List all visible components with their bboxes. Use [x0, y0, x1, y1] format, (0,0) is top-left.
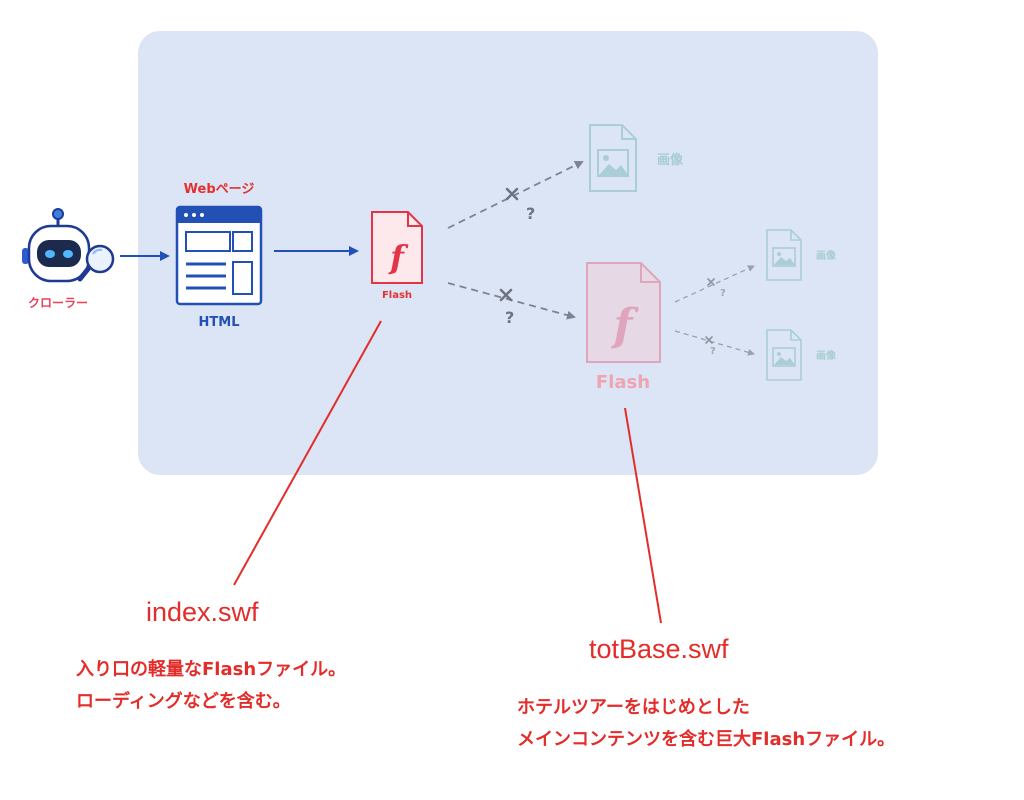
dashed-arrow-to-image: [447, 161, 584, 229]
webpage-label: Webページ: [183, 182, 255, 197]
pointer-line-totbase: [624, 407, 662, 624]
image-label: 画像: [657, 153, 684, 168]
index-swf-description: 入り口の軽量なFlashファイル。 ローディングなどを含む。: [76, 654, 346, 718]
flash-entry-label: Flash: [381, 290, 413, 301]
description-line: 入り口の軽量なFlashファイル。: [76, 659, 347, 680]
image-file-icon-small: [766, 329, 802, 381]
question-mark: ?: [505, 308, 515, 327]
webpage-icon: [175, 205, 263, 306]
description-line: メインコンテンツを含む巨大Flashファイル。: [517, 729, 896, 750]
flash-file-icon: f: [371, 211, 423, 284]
image-file-icon: [589, 124, 637, 192]
index-swf-filename: index.swf: [146, 597, 259, 627]
cross-mark-small: [705, 336, 713, 344]
svg-text:f: f: [388, 238, 409, 276]
large-flash-file-icon: f: [586, 262, 661, 363]
dashed-arrow-to-small-image-2: [674, 330, 755, 356]
cross-mark: [505, 187, 519, 201]
flash-big-label: Flash: [595, 372, 651, 393]
html-label: HTML: [198, 315, 240, 330]
pointer-line-index: [233, 320, 382, 586]
image-label-small: 画像: [816, 251, 836, 262]
description-line: ホテルツアーをはじめとした: [517, 697, 750, 718]
image-label-small: 画像: [816, 351, 836, 362]
cross-mark: [499, 288, 513, 302]
question-mark-small: ?: [710, 346, 716, 357]
totbase-swf-description: ホテルツアーをはじめとした メインコンテンツを含む巨大Flashファイル。: [517, 692, 895, 756]
crawler-label: クローラー: [27, 296, 89, 310]
cross-mark-small: [707, 278, 715, 286]
image-file-icon-small: [766, 229, 802, 281]
question-mark-small: ?: [720, 288, 726, 299]
question-mark: ?: [526, 204, 536, 223]
dashed-arrow-to-small-image-1: [674, 265, 755, 303]
totbase-swf-filename: totBase.swf: [589, 634, 729, 664]
crawler-robot-icon: [22, 208, 115, 283]
description-line: ローディングなどを含む。: [76, 691, 291, 712]
